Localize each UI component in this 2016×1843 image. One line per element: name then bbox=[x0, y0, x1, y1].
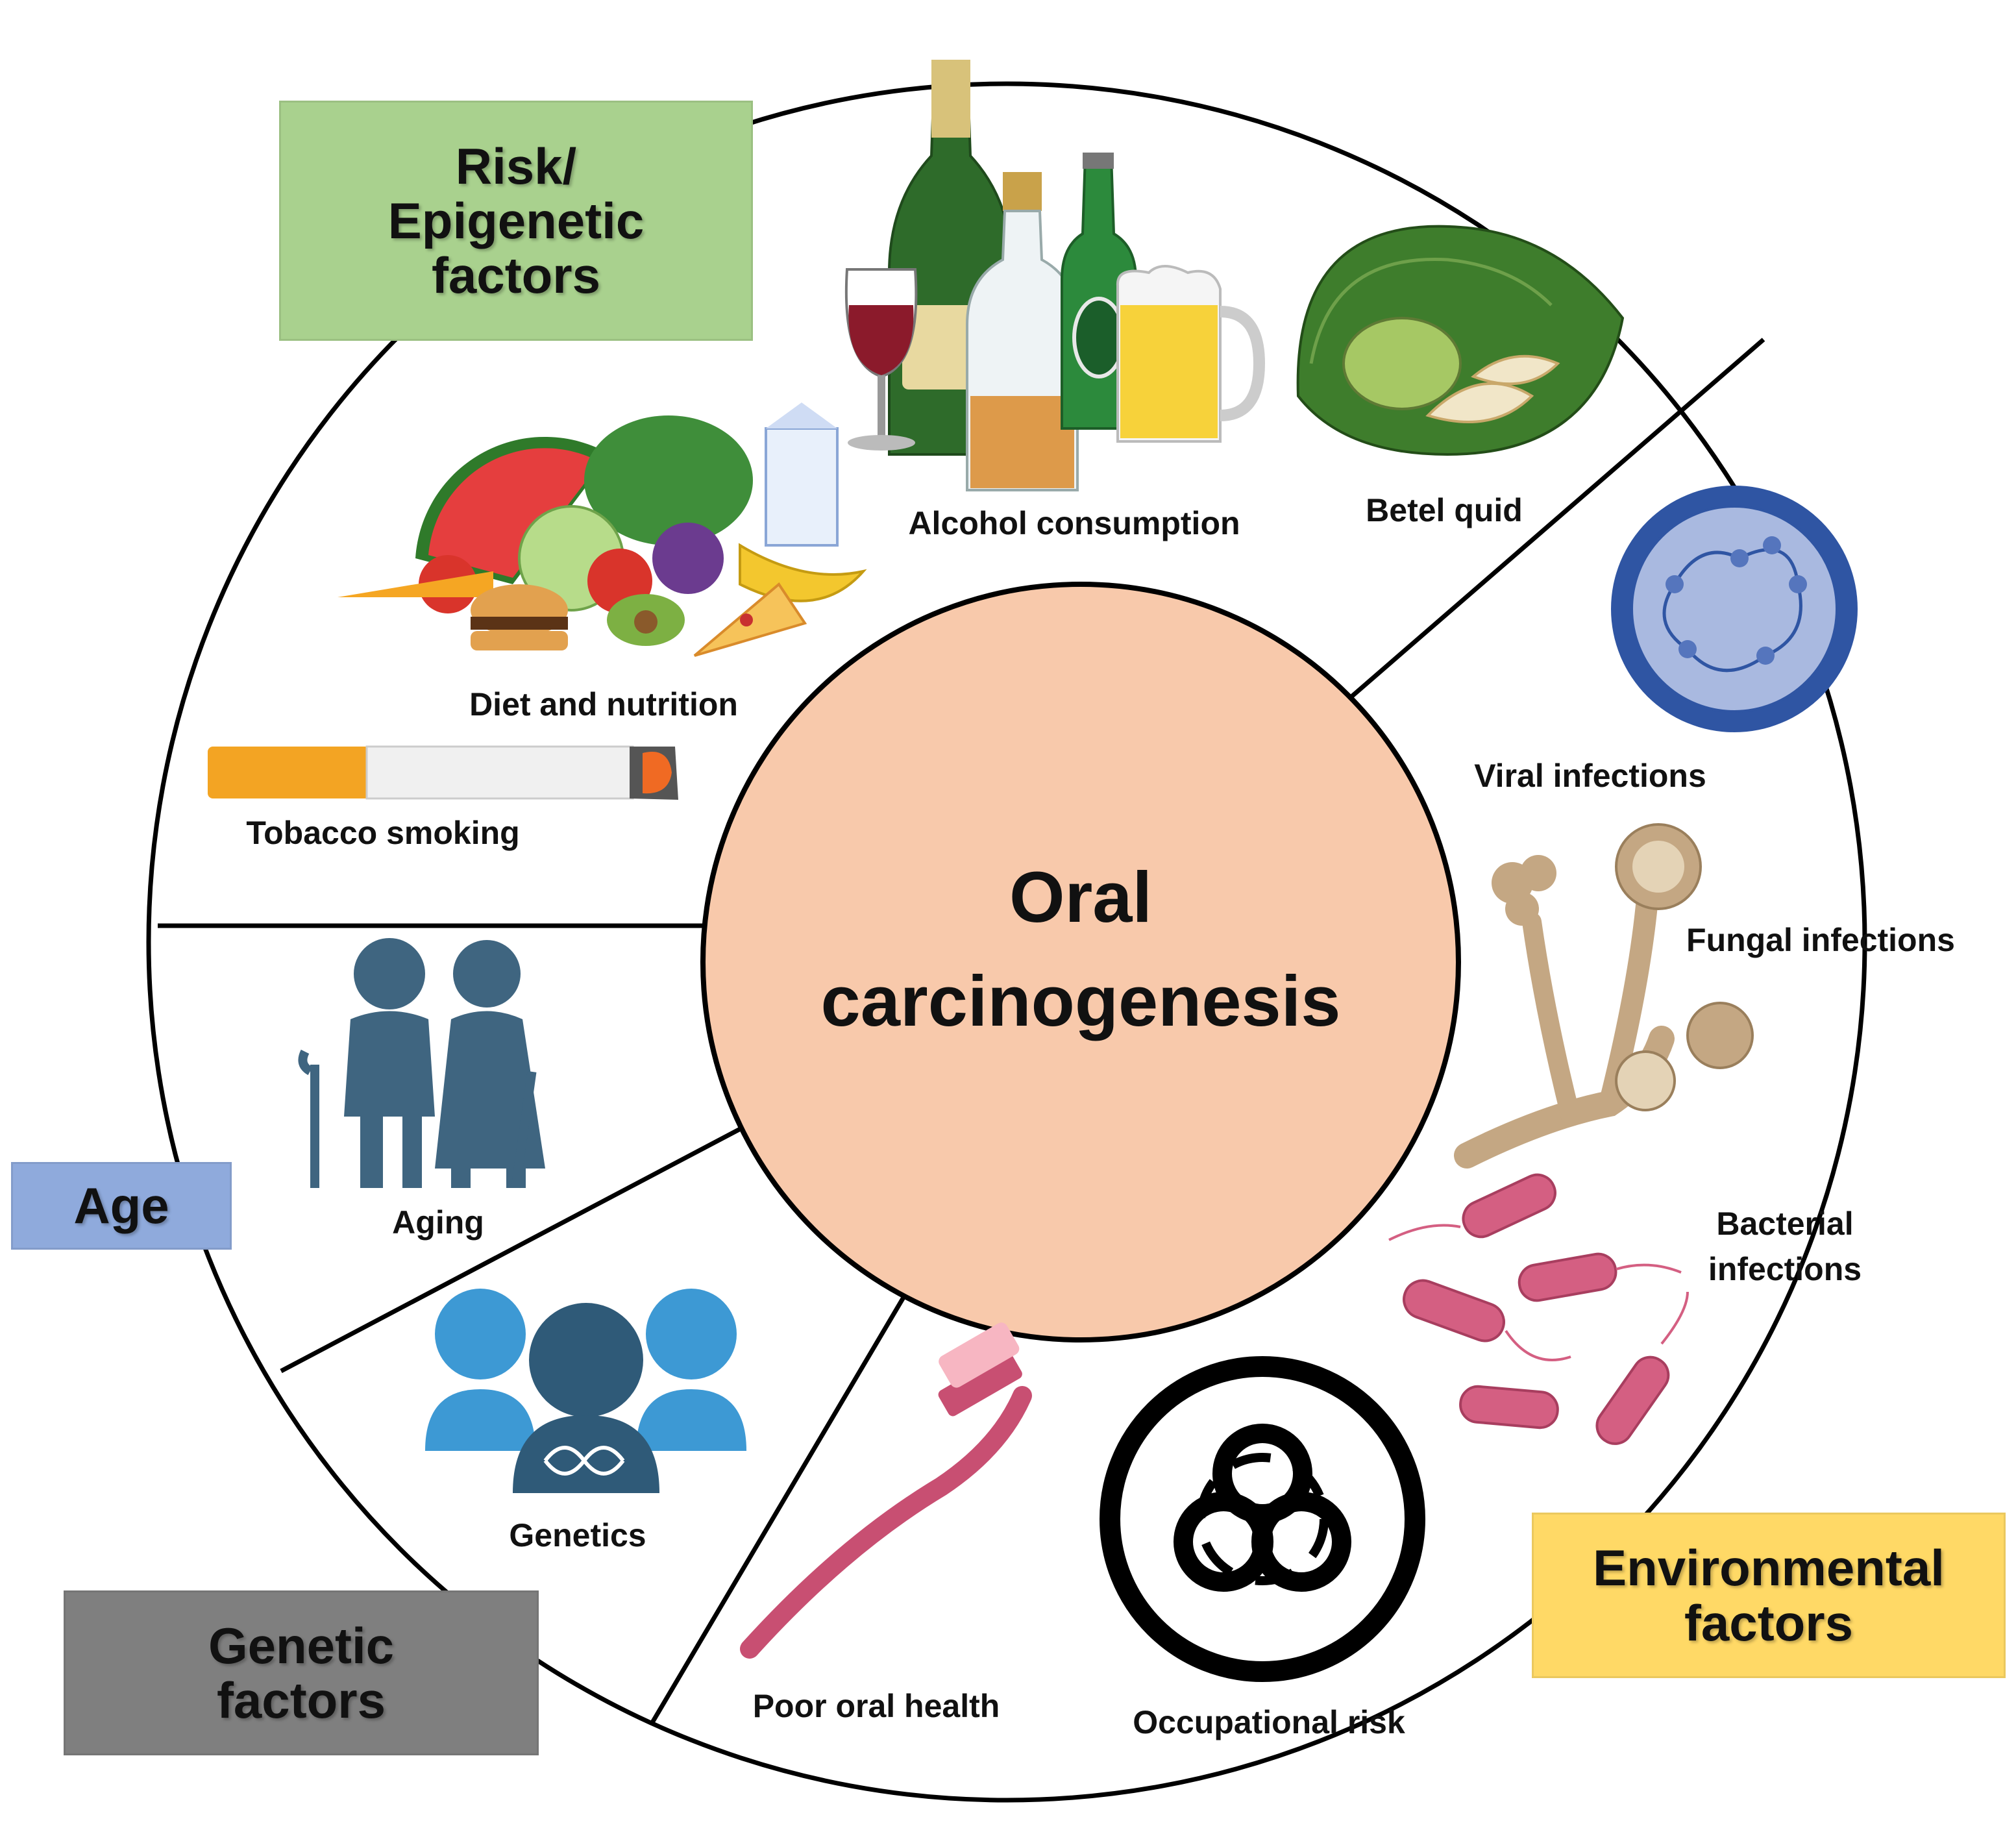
alcohol-bottles-icon bbox=[844, 60, 1266, 491]
category-risk-line1: Risk/ bbox=[455, 137, 577, 195]
category-genetic-line1: Genetic bbox=[208, 1616, 395, 1674]
category-box-risk: Risk/ Epigenetic factors bbox=[279, 101, 753, 341]
category-environmental-line1: Environmental bbox=[1593, 1539, 1945, 1597]
category-risk-line2: Epigenetic bbox=[387, 192, 645, 249]
food-assortment-icon bbox=[338, 402, 867, 657]
factor-label-occupational: Occupational risk bbox=[1133, 1704, 1405, 1740]
factor-label-aging: Aging bbox=[392, 1204, 484, 1241]
toothbrush-icon bbox=[740, 1322, 1032, 1659]
factor-label-genetics: Genetics bbox=[509, 1517, 646, 1553]
category-box-environmental: Environmental factors bbox=[1532, 1513, 2006, 1678]
factor-label-diet: Diet and nutrition bbox=[469, 686, 738, 723]
fungus-icon bbox=[1454, 823, 1754, 1169]
elderly-couple-icon bbox=[298, 938, 545, 1189]
factor-label-fungal: Fungal infections bbox=[1686, 922, 1955, 958]
category-environmental-line2: factors bbox=[1684, 1594, 1854, 1651]
category-box-genetic: Genetic factors bbox=[64, 1590, 539, 1755]
category-age-label: Age bbox=[73, 1177, 169, 1235]
center-title-line1: Oral bbox=[1009, 858, 1152, 937]
divider-genetic-env bbox=[649, 1287, 911, 1725]
cigarette-icon bbox=[208, 745, 678, 800]
factor-label-oral-health: Poor oral health bbox=[753, 1688, 1000, 1724]
factor-label-alcohol: Alcohol consumption bbox=[908, 505, 1240, 541]
category-box-age: Age bbox=[11, 1162, 232, 1250]
dna-people-icon bbox=[425, 1289, 746, 1493]
factor-label-viral: Viral infections bbox=[1474, 758, 1706, 794]
center-title-line2: carcinogenesis bbox=[821, 961, 1341, 1041]
category-genetic-line2: factors bbox=[216, 1672, 386, 1729]
biohazard-icon bbox=[1100, 1356, 1425, 1682]
bacteria-icon bbox=[1388, 1173, 1689, 1445]
center-circle bbox=[700, 582, 1461, 1342]
divider-age-genetic bbox=[280, 1124, 746, 1374]
virus-icon bbox=[1611, 486, 1858, 732]
factor-label-bacterial-line1: Bacterial bbox=[1716, 1206, 1853, 1242]
divider-risk-env bbox=[1348, 338, 1765, 700]
factor-label-bacterial-line2: infections bbox=[1708, 1251, 1862, 1287]
factor-label-tobacco: Tobacco smoking bbox=[246, 815, 519, 851]
betel-leaf-icon bbox=[1296, 225, 1625, 456]
factor-label-betel: Betel quid bbox=[1366, 492, 1523, 528]
category-risk-line3: factors bbox=[431, 247, 601, 304]
